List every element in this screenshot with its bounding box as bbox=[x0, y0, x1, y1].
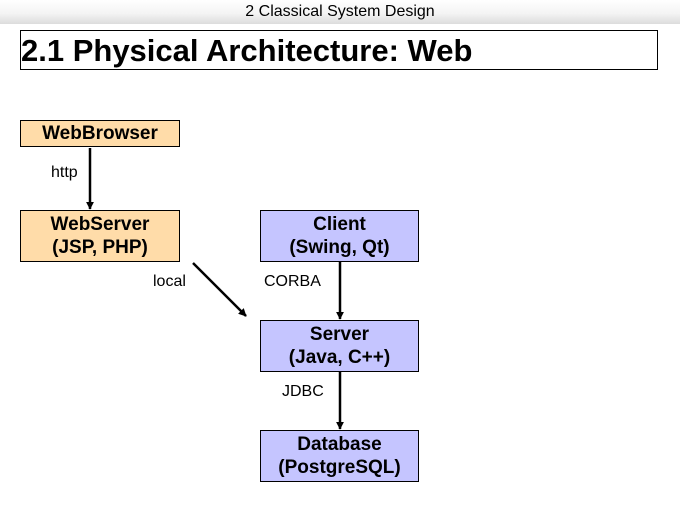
webbrowser-node-label: WebBrowser bbox=[42, 123, 158, 144]
arrow-webserver-to-server bbox=[192, 262, 247, 317]
client-node-label: Client bbox=[313, 214, 366, 235]
server-node-detail: (Java, C++) bbox=[288, 347, 391, 368]
section-header-text: 2 Classical System Design bbox=[245, 3, 435, 20]
database-node-label: Database bbox=[297, 434, 382, 455]
section-header: 2 Classical System Design bbox=[0, 0, 680, 24]
client-node-detail: (Swing, Qt) bbox=[289, 237, 390, 258]
server-node-label: Server bbox=[309, 324, 370, 345]
webserver-node: WebServer (JSP, PHP) bbox=[20, 210, 180, 262]
slide-title-box: 2.1 Physical Architecture: Web bbox=[20, 30, 658, 70]
database-node: Database (PostgreSQL) bbox=[260, 430, 419, 482]
webbrowser-node: WebBrowser bbox=[20, 120, 180, 147]
webserver-node-detail: (JSP, PHP) bbox=[52, 237, 148, 258]
edge-label-local: local bbox=[153, 273, 186, 290]
edge-label-jdbc: JDBC bbox=[282, 383, 324, 400]
edge-label-corba: CORBA bbox=[264, 273, 321, 290]
slide-title: 2.1 Physical Architecture: Web bbox=[21, 33, 473, 68]
server-node: Server (Java, C++) bbox=[260, 320, 419, 372]
database-node-detail: (PostgreSQL) bbox=[278, 457, 401, 478]
webserver-node-label: WebServer bbox=[50, 214, 150, 235]
client-node: Client (Swing, Qt) bbox=[260, 210, 419, 262]
edge-label-http: http bbox=[51, 164, 78, 181]
